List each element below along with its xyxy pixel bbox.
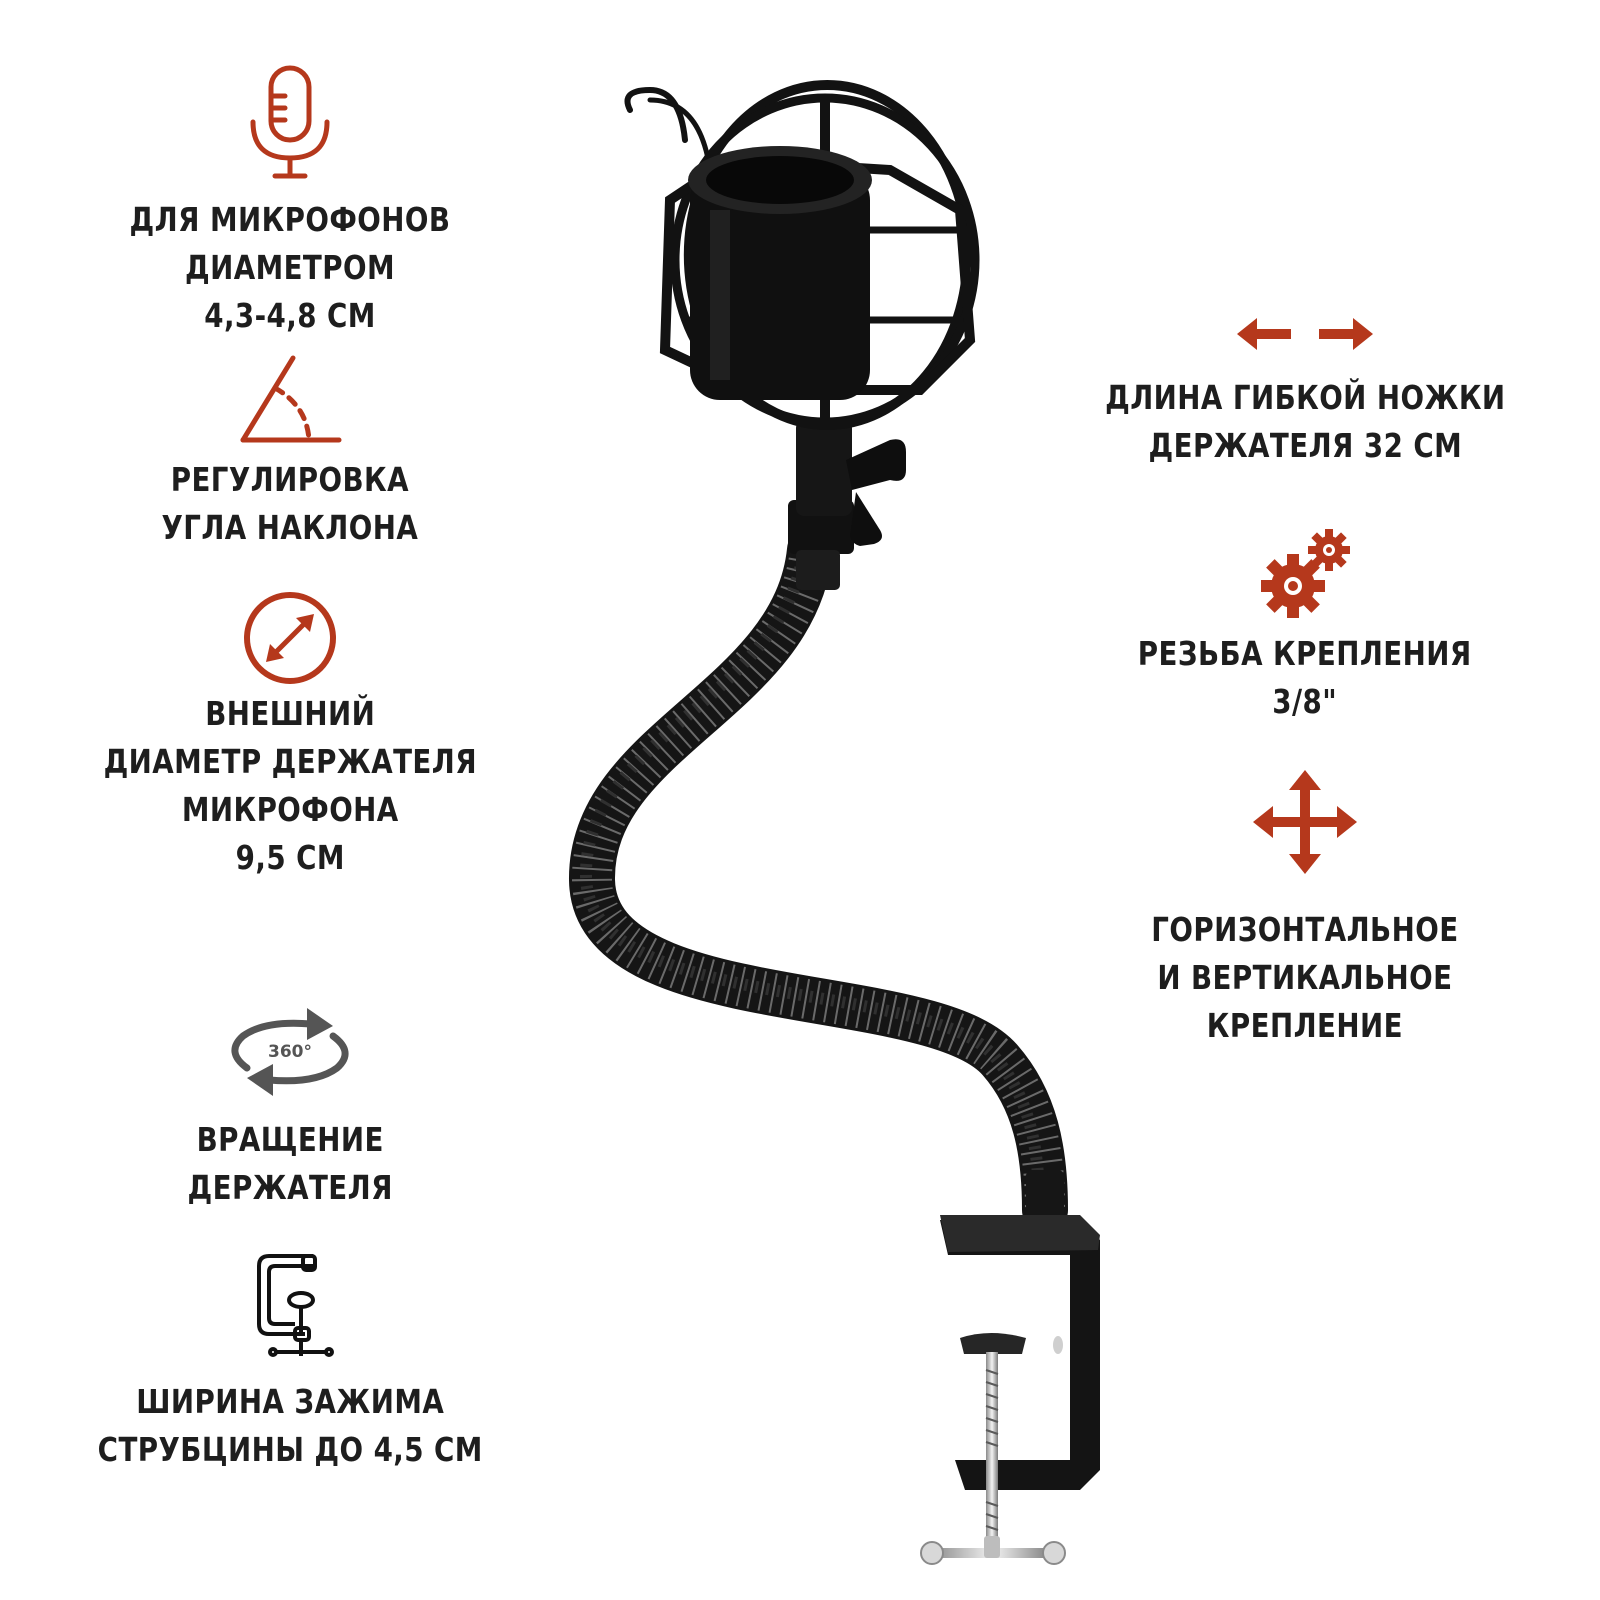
desk-clamp	[920, 1170, 1100, 1565]
feature-line: ДИАМЕТРОМ	[184, 248, 395, 287]
feature-line: ГОРИЗОНТАЛЬНОЕ	[1151, 910, 1459, 949]
feature-line: ШИРИНА ЗАЖИМА	[135, 1382, 445, 1421]
feature-mounting: ГОРИЗОНТАЛЬНОЕ И ВЕРТИКАЛЬНОЕ КРЕПЛЕНИЕ	[1070, 770, 1540, 1050]
feature-clamp-width: ШИРИНА ЗАЖИМА СТРУБЦИНЫ ДО 4,5 СМ	[60, 1248, 520, 1474]
feature-thread: РЕЗЬБА КРЕПЛЕНИЯ 3/8"	[1070, 526, 1540, 726]
feature-line: УГЛА НАКЛОНА	[161, 508, 419, 547]
gooseneck	[568, 527, 1068, 1233]
rotation-360-icon: 360°	[231, 1008, 349, 1096]
microphone-icon	[250, 65, 330, 179]
feature-line: РЕЗЬБА КРЕПЛЕНИЯ	[1138, 634, 1472, 673]
feature-line: 4,3-4,8 СМ	[204, 296, 376, 335]
feature-rotation: 360° ВРАЩЕНИЕ ДЕРЖАТЕЛЯ	[60, 1002, 520, 1212]
mic-cup	[688, 146, 872, 400]
feature-tilt-adjust: РЕГУЛИРОВКА УГЛА НАКЛОНА	[60, 352, 520, 552]
length-arrows-icon	[1237, 318, 1373, 350]
feature-line: ДЛЯ МИКРОФОНОВ	[129, 200, 451, 239]
feature-holder-diameter: ВНЕШНИЙ ДИАМЕТР ДЕРЖАТЕЛЯ МИКРОФОНА 9,5 …	[60, 590, 520, 882]
feature-line: ДЛИНА ГИБКОЙ НОЖКИ	[1104, 378, 1506, 417]
tilt-mount	[796, 420, 906, 546]
feature-line: 9,5 СМ	[235, 838, 345, 877]
feature-line: ДИАМЕТР ДЕРЖАТЕЛЯ	[103, 742, 477, 781]
feature-line: СТРУБЦИНЫ ДО 4,5 СМ	[97, 1430, 483, 1469]
feature-line: ВРАЩЕНИЕ	[196, 1120, 384, 1159]
feature-mic-diameter: ДЛЯ МИКРОФОНОВ ДИАМЕТРОМ 4,3-4,8 СМ	[60, 62, 520, 340]
feature-line: РЕГУЛИРОВКА	[170, 460, 410, 499]
feature-line: ВНЕШНИЙ	[204, 694, 376, 733]
feature-line: КРЕПЛЕНИЕ	[1206, 1006, 1404, 1045]
feature-line: И ВЕРТИКАЛЬНОЕ	[1157, 958, 1453, 997]
feature-line: 3/8"	[1272, 682, 1338, 721]
product-image	[568, 80, 1100, 1565]
rotation-360-text: 360°	[268, 1042, 312, 1062]
feature-line: ДЕРЖАТЕЛЯ 32 СМ	[1148, 426, 1462, 465]
feature-gooseneck-length: ДЛИНА ГИБКОЙ НОЖКИ ДЕРЖАТЕЛЯ 32 СМ	[1070, 312, 1540, 470]
four-way-arrows-icon	[1253, 770, 1357, 874]
gears-icon	[1261, 529, 1350, 618]
diameter-icon	[244, 592, 336, 684]
feature-line: ДЕРЖАТЕЛЯ	[187, 1168, 393, 1207]
feature-line: МИКРОФОНА	[181, 790, 399, 829]
clamp-icon	[257, 1254, 334, 1357]
angle-icon	[240, 355, 342, 443]
